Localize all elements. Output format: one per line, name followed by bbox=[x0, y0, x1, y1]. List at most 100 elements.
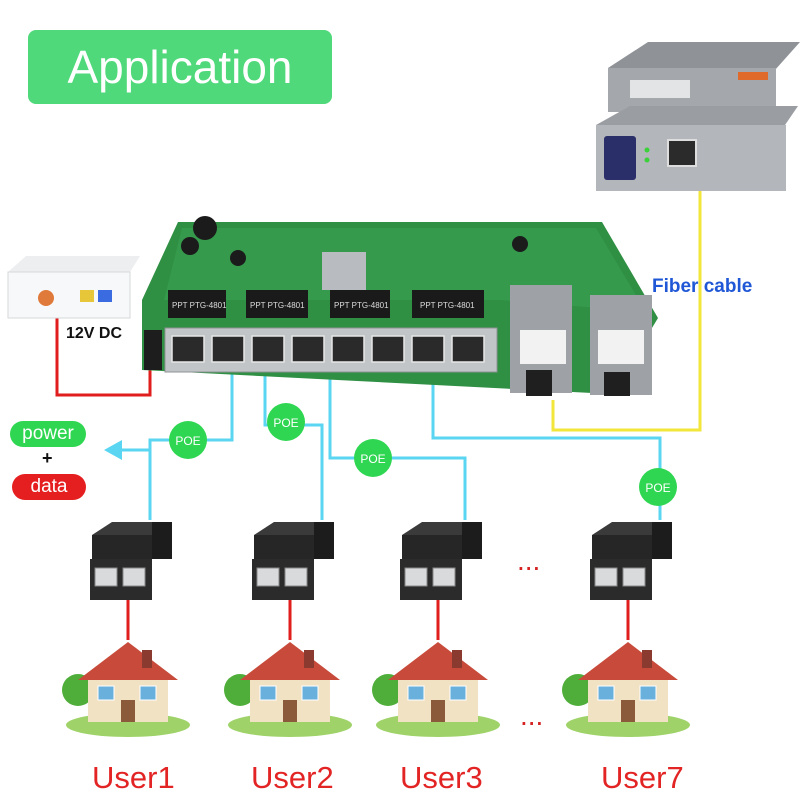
transformer bbox=[168, 290, 226, 318]
converter-back-logo bbox=[738, 72, 768, 80]
rj45-port bbox=[331, 335, 365, 363]
rj45-port bbox=[451, 335, 485, 363]
house-tree bbox=[562, 674, 594, 706]
house-chimney bbox=[642, 650, 652, 668]
house-window bbox=[597, 685, 615, 701]
poe-badge: POE bbox=[354, 439, 392, 477]
house-chimney bbox=[452, 650, 462, 668]
poe-badge: POE bbox=[169, 421, 207, 459]
rj45-port bbox=[171, 335, 205, 363]
converter-back-label bbox=[630, 80, 690, 98]
main-chip bbox=[322, 252, 366, 290]
ellipsis-houses: ... bbox=[520, 700, 544, 731]
house-roof bbox=[240, 642, 340, 680]
splitter-upper-body bbox=[254, 535, 314, 559]
converter-led bbox=[644, 147, 650, 153]
splitter-port bbox=[94, 567, 118, 587]
splitter-upper-body bbox=[402, 535, 462, 559]
title-badge: Application bbox=[28, 30, 332, 104]
splitter-port bbox=[122, 567, 146, 587]
power-adapter-icon bbox=[7, 256, 140, 319]
house-roof bbox=[78, 642, 178, 680]
capacitor bbox=[181, 237, 199, 255]
plus-sign: + bbox=[42, 448, 53, 468]
transformer-label: PPT PTG-4801 bbox=[420, 301, 475, 310]
capacitor bbox=[193, 216, 217, 240]
transformer bbox=[330, 290, 390, 318]
house-door bbox=[283, 700, 297, 722]
house-roof bbox=[388, 642, 488, 680]
splitter-port bbox=[404, 567, 428, 587]
pcb-highlight bbox=[164, 228, 646, 312]
rj45-splitter-icon bbox=[90, 522, 172, 600]
fiber-module-connector bbox=[526, 370, 552, 396]
capacitor bbox=[230, 250, 246, 266]
ellipsis-splitters: ... bbox=[517, 545, 541, 576]
transformer bbox=[412, 290, 484, 318]
poe-label: POE bbox=[645, 481, 670, 495]
rj45-port bbox=[211, 335, 245, 363]
adapter-top bbox=[8, 256, 140, 272]
transformer-label: PPT PTG-4801 bbox=[172, 301, 227, 310]
fiber-module-label bbox=[520, 330, 566, 364]
houses bbox=[62, 642, 690, 737]
user-label-2: User2 bbox=[251, 760, 334, 795]
fiber-module-connector bbox=[604, 372, 630, 396]
converter-back-top bbox=[608, 42, 800, 70]
rj45-splitter-icon bbox=[252, 522, 334, 600]
poe-label: POE bbox=[175, 434, 200, 448]
splitter-side bbox=[652, 522, 672, 559]
transformer-label: PPT PTG-4801 bbox=[250, 301, 305, 310]
splitter-side bbox=[314, 522, 334, 559]
house-window bbox=[259, 685, 277, 701]
media-converter-icon bbox=[596, 42, 800, 191]
capacitor bbox=[512, 236, 528, 252]
house-tree bbox=[62, 674, 94, 706]
rj45-splitters bbox=[90, 522, 672, 600]
house-window bbox=[301, 685, 319, 701]
fiber-module-label bbox=[598, 330, 644, 364]
house-window bbox=[139, 685, 157, 701]
house-tree bbox=[372, 674, 404, 706]
poe-label: POE bbox=[273, 416, 298, 430]
splitter-port bbox=[432, 567, 456, 587]
user-label-7: User7 bbox=[601, 760, 684, 795]
house-tree bbox=[224, 674, 256, 706]
house-icon bbox=[562, 642, 690, 737]
converter-front-top bbox=[596, 106, 798, 125]
splitter-upper-body bbox=[592, 535, 652, 559]
adapter-port bbox=[80, 290, 94, 302]
converter-led bbox=[644, 157, 650, 163]
rj45-port bbox=[371, 335, 405, 363]
house-chimney bbox=[142, 650, 152, 668]
house-door bbox=[431, 700, 445, 722]
data-pill: data bbox=[12, 474, 86, 500]
converter-rj45-port bbox=[667, 139, 697, 167]
user-label-3: User3 bbox=[400, 760, 483, 795]
rj45-splitter-icon bbox=[400, 522, 482, 600]
splitter-side bbox=[462, 522, 482, 559]
transformer-label: PPT PTG-4801 bbox=[334, 301, 389, 310]
splitter-upper-body bbox=[92, 535, 152, 559]
splitter-port bbox=[284, 567, 308, 587]
converter-fiber-port bbox=[604, 136, 636, 180]
poe-badge: POE bbox=[267, 403, 305, 441]
rj45-port bbox=[291, 335, 325, 363]
splitter-port bbox=[594, 567, 618, 587]
network-switch-icon: PPT PTG-4801 PPT PTG-4801 PPT PTG-4801 P… bbox=[142, 216, 658, 396]
ethernet-cable-user3 bbox=[328, 360, 467, 520]
house-icon bbox=[62, 642, 190, 737]
poe-label: POE bbox=[360, 452, 385, 466]
dc-power-label: 12V DC bbox=[66, 325, 123, 342]
house-door bbox=[121, 700, 135, 722]
rj45-port bbox=[411, 335, 445, 363]
rj45-ports bbox=[171, 335, 485, 363]
adapter-port bbox=[98, 290, 112, 302]
poe-badges: POE POE POE POE bbox=[169, 403, 677, 506]
house-window bbox=[97, 685, 115, 701]
fiber-cable-label: Fiber cable bbox=[652, 276, 753, 297]
house-window bbox=[639, 685, 657, 701]
rj45-port bbox=[251, 335, 285, 363]
